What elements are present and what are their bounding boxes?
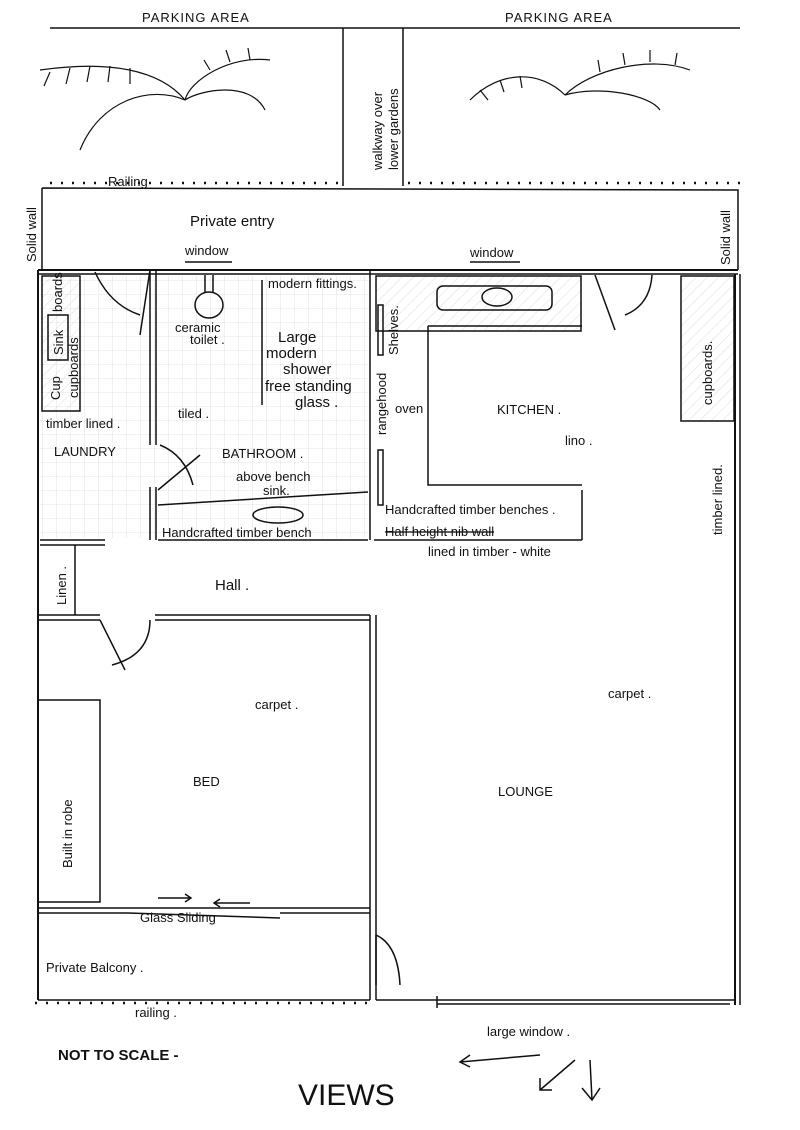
plant-left-icon <box>39 47 271 151</box>
bathroom-bench <box>157 491 369 506</box>
glass-sliding-label: Glass Sliding <box>140 910 216 925</box>
bathroom-label: BATHROOM . <box>222 446 303 461</box>
bedroom-carpet-label: carpet . <box>255 697 298 712</box>
laundry-boards-label: boards <box>50 272 65 312</box>
plant-right-icon <box>469 50 691 111</box>
railing-label: Railing <box>108 174 148 189</box>
kitchen-cupboards <box>680 275 735 422</box>
view-arrows-icon <box>458 1054 601 1102</box>
walkway-label-2: lower gardens <box>386 88 401 170</box>
bedroom-door-swing <box>111 619 151 666</box>
rangehood-label: rangehood <box>374 373 389 435</box>
linen-label: Linen . <box>54 566 69 605</box>
shelves-label: Shelves. <box>386 305 401 355</box>
kitchen-shelves <box>377 304 384 356</box>
private-entry-label: Private entry <box>190 213 275 230</box>
laundry-sink-label: Sink <box>51 329 66 355</box>
bathroom-door-swing <box>159 444 194 486</box>
bathroom-sink-label-2: sink. <box>263 483 290 498</box>
shower-label-3: shower <box>283 361 331 378</box>
shower-label-1: Large <box>278 329 316 346</box>
kitchen-sink-bench <box>375 275 582 332</box>
laundry-timber-lined-label: timber lined . <box>46 416 120 431</box>
toilet-icon <box>194 291 224 319</box>
robe-label: Built in robe <box>60 799 75 868</box>
laundry-bath-floor-grid <box>40 276 370 538</box>
kitchen-floor-label: lino . <box>565 433 592 448</box>
bathroom-bench-label: Handcrafted timber bench <box>162 525 312 540</box>
balcony-label: Private Balcony . <box>46 960 144 975</box>
balcony-railing-label: railing . <box>135 1005 177 1020</box>
laundry-door-swing <box>94 271 141 316</box>
solid-wall-left-label: Solid wall <box>24 207 39 262</box>
tiled-label: tiled . <box>178 406 209 421</box>
bathroom-sink-label: above bench <box>236 469 310 484</box>
modern-fittings-label: modern fittings. <box>268 276 357 291</box>
lounge-door-swing <box>375 934 401 986</box>
shower-label-2: modern <box>266 345 317 362</box>
laundry-cup-label: Cup <box>48 376 63 400</box>
kitchen-cupboards-label: cupboards. <box>700 341 715 405</box>
kitchen-nib <box>377 449 384 506</box>
toilet-label-2: toilet . <box>190 332 225 347</box>
oven-label: oven <box>395 401 423 416</box>
lounge-label: LOUNGE <box>498 784 553 799</box>
laundry-label: LAUNDRY <box>54 444 116 459</box>
nib-wall-label: Half height nib wall <box>385 524 494 539</box>
window-left-label: window <box>184 243 229 258</box>
parking-area-left-label: PARKING AREA <box>142 10 250 25</box>
built-in-robe <box>37 699 101 903</box>
kitchen-timber-lined-label: timber lined. <box>710 464 725 535</box>
large-window-label: large window . <box>487 1024 570 1039</box>
kitchen-door-swing <box>624 274 653 316</box>
shower-label-5: glass . <box>295 394 338 411</box>
bedroom-label: BED <box>193 774 220 789</box>
walkway-label: walkway over <box>370 91 385 171</box>
private-entry-area <box>41 187 739 270</box>
kitchen-sink <box>436 285 553 311</box>
shower-label-4: free standing <box>265 378 352 395</box>
hall-label: Hall . <box>215 577 249 594</box>
lounge-carpet-label: carpet . <box>608 686 651 701</box>
kitchen-label: KITCHEN . <box>497 402 561 417</box>
not-to-scale-note: NOT TO SCALE - <box>58 1047 179 1064</box>
window-right-label: window <box>469 245 514 260</box>
parking-area-right-label: PARKING AREA <box>505 10 613 25</box>
bathroom-sink-icon <box>252 506 304 524</box>
views-label: VIEWS <box>298 1079 395 1112</box>
nib-lined-label: lined in timber - white <box>428 544 551 559</box>
laundry-cupboards-label: cupboards <box>66 337 81 398</box>
kitchen-benches-label: Handcrafted timber benches . <box>385 502 556 517</box>
toilet-label: ceramic <box>175 320 221 335</box>
solid-wall-right-label: Solid wall <box>718 210 733 265</box>
laundry-sink <box>47 314 69 361</box>
